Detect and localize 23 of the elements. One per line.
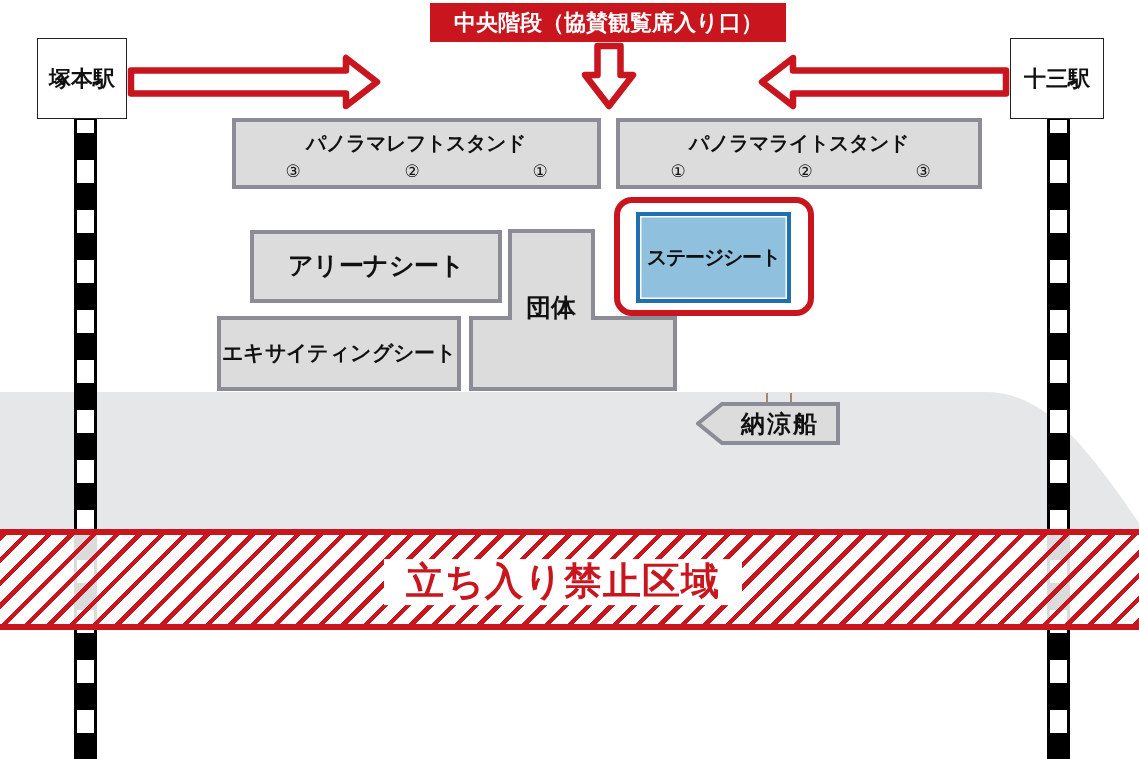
hatched-band — [0, 529, 1139, 630]
seating-block: アリーナシート — [250, 230, 502, 303]
station-sign: 塚本駅 — [37, 38, 127, 119]
hollow-arrow — [581, 42, 637, 110]
stand-label: パノラマレフトスタンド — [306, 132, 526, 154]
block-label: 団体 — [526, 294, 576, 322]
entrance-banner: 中央階段（協賛観覧席入り口） — [430, 3, 786, 42]
seating-block: エキサイティングシート — [217, 316, 461, 391]
gate-number: ③ — [285, 161, 301, 181]
hollow-arrow — [127, 54, 381, 110]
gate-number: ① — [532, 161, 548, 181]
stand-block — [232, 118, 601, 189]
gate-number: ① — [670, 161, 686, 181]
hollow-arrow — [758, 54, 1010, 110]
stand-label: パノラマライトスタンド — [689, 132, 909, 154]
warning-label: 立ち入り禁止区域 — [384, 559, 742, 605]
gate-number: ② — [797, 161, 813, 181]
stand-block — [616, 118, 982, 189]
gate-number: ② — [404, 161, 420, 181]
seating-block: ステージシート — [636, 212, 791, 303]
gate-number: ③ — [915, 161, 931, 181]
sign-label: 納涼船 — [741, 410, 819, 438]
station-sign: 十三駅 — [1010, 38, 1104, 119]
